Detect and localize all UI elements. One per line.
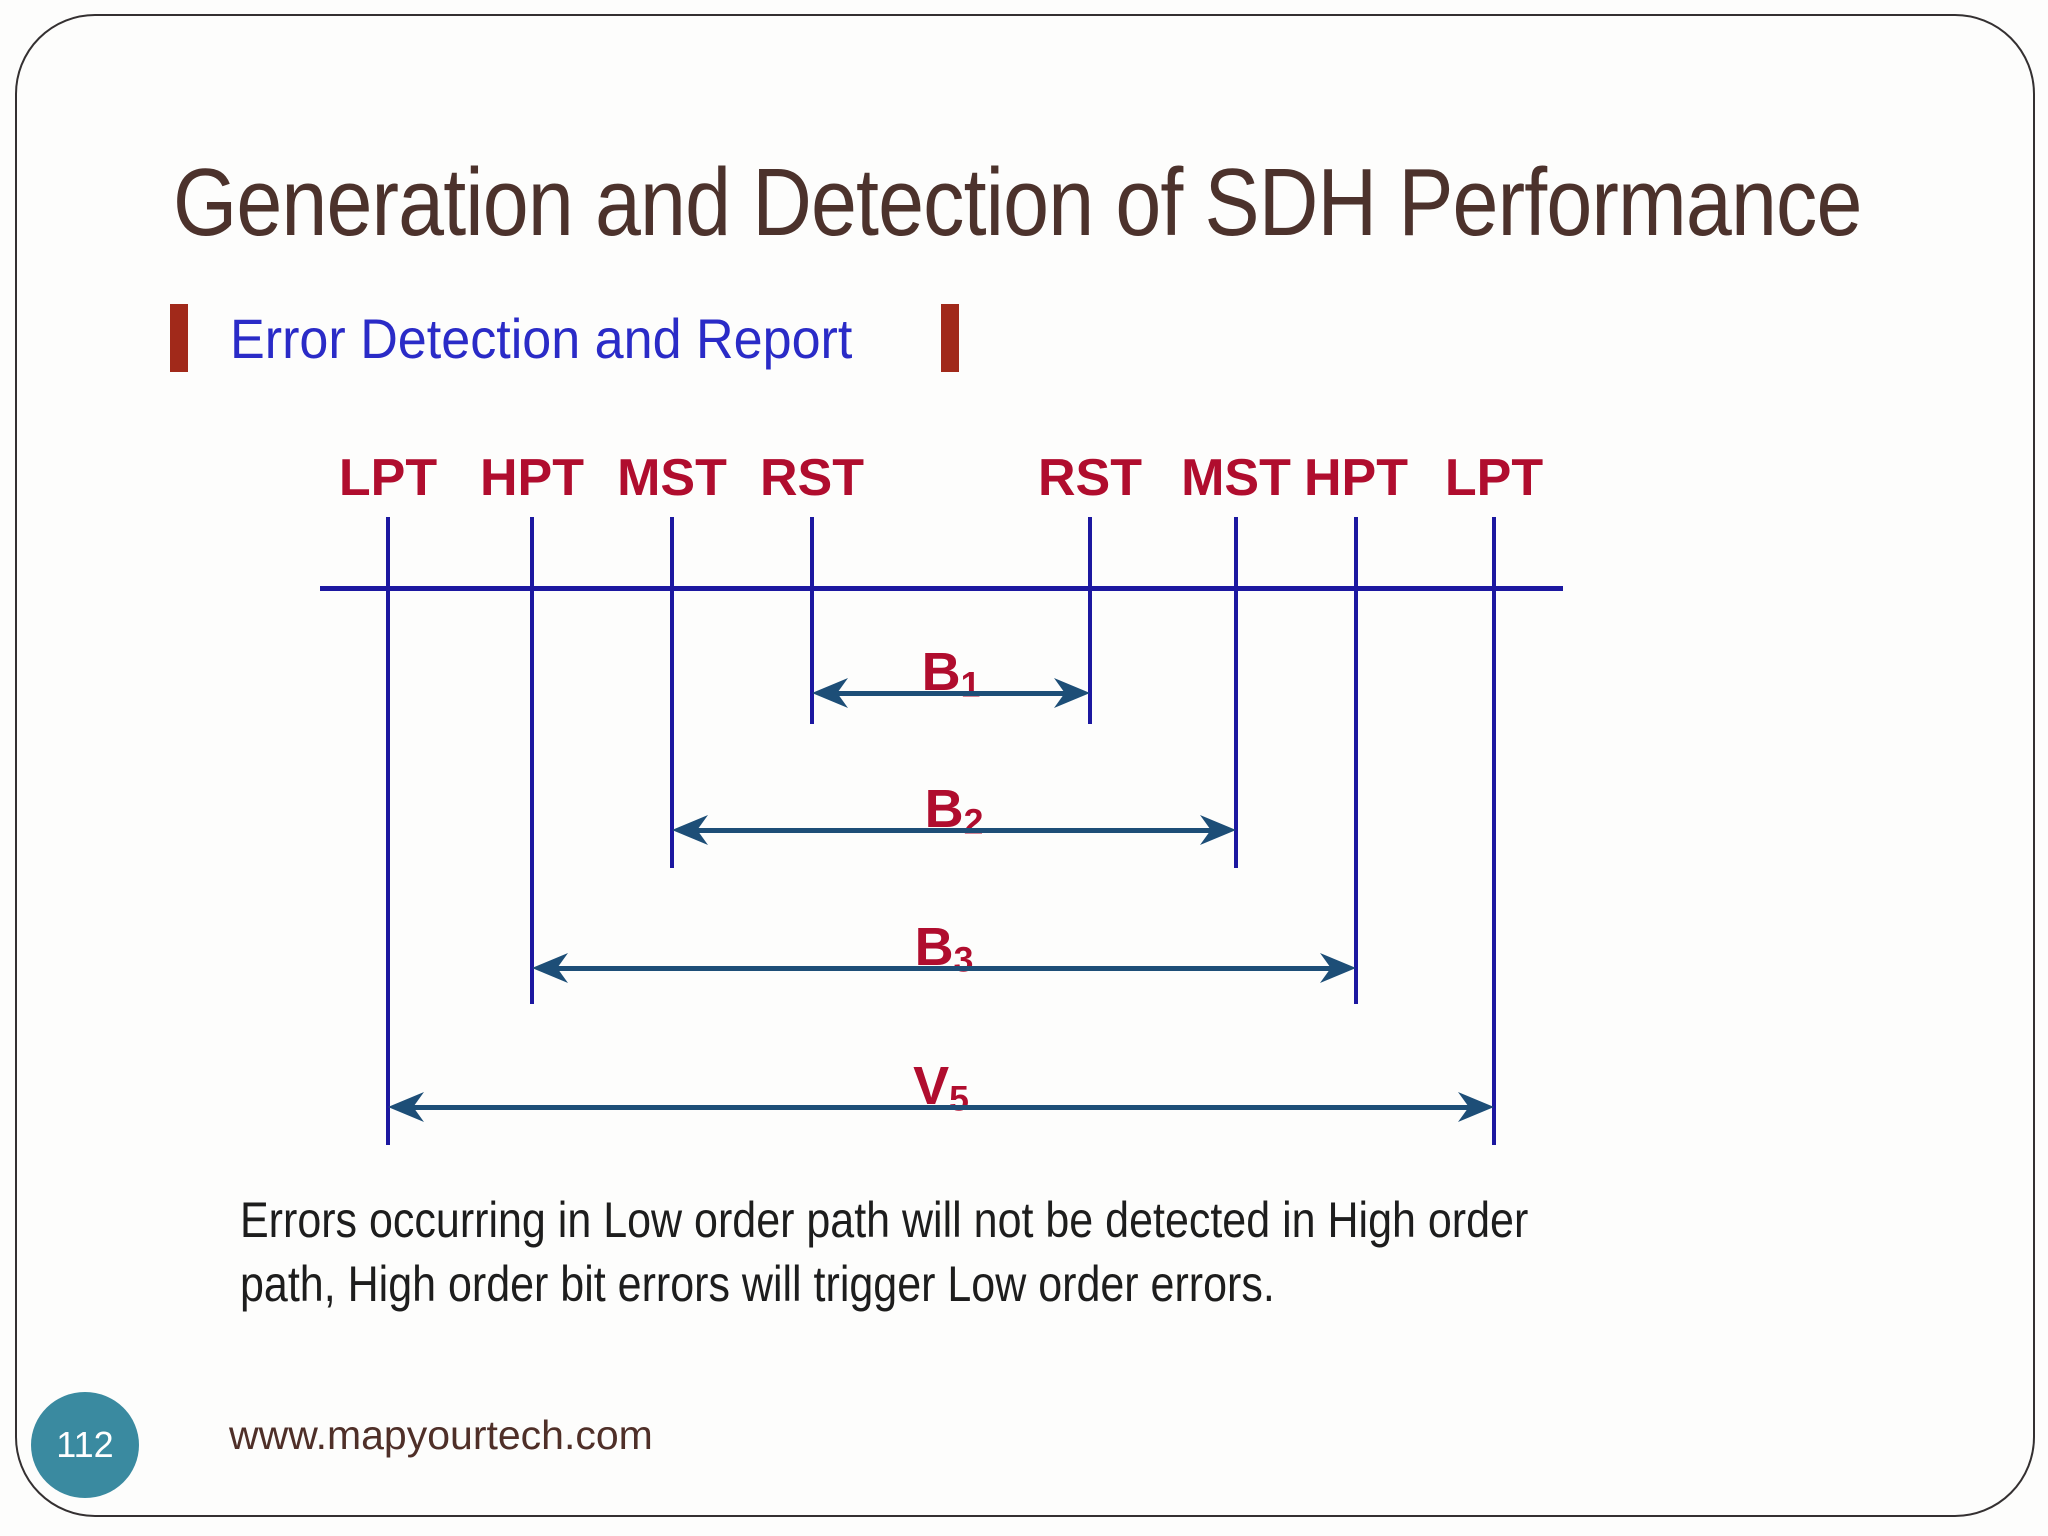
node-label-mst-right: MST [1181, 449, 1291, 507]
page-number-badge: 112 [31, 1392, 139, 1498]
arrow-shaft [696, 827, 1212, 833]
node-label-mst-left: MST [617, 449, 727, 507]
span-b2-label: B2 [924, 779, 984, 842]
node-label-lpt-left: LPT [338, 449, 438, 507]
footer-url: www.mapyourtech.com [229, 1412, 653, 1458]
subtitle-right-bar-icon [941, 304, 960, 372]
node-line-mst-left [670, 517, 674, 868]
note-text-line2: path, High order bit errors will trigger… [240, 1256, 1275, 1312]
page-title: Generation and Detection of SDH Performa… [173, 149, 1862, 256]
node-line-lpt-left [386, 517, 390, 1145]
node-line-hpt-right [1354, 517, 1358, 1004]
node-line-hpt-left [530, 517, 534, 1004]
arrow-shaft [412, 1104, 1470, 1110]
subtitle: Error Detection and Report [170, 304, 960, 372]
node-line-rst-right [1088, 517, 1092, 724]
axis-line [320, 586, 1563, 591]
span-b2-arrow [672, 815, 1236, 845]
slide-border [15, 14, 2035, 1517]
node-line-mst-right [1234, 517, 1238, 868]
node-label-rst-right: RST [1038, 449, 1142, 507]
node-label-rst-left: RST [760, 449, 864, 507]
node-label-hpt-right: HPT [1304, 449, 1408, 507]
note-text: Errors occurring in Low order path will … [240, 1188, 1528, 1316]
span-v5-label: V5 [913, 1056, 969, 1119]
subtitle-text: Error Detection and Report [230, 306, 853, 370]
node-label-hpt-left: HPT [480, 449, 584, 507]
page-number: 112 [56, 1424, 114, 1465]
node-line-lpt-right [1492, 517, 1496, 1145]
note-text-line1: Errors occurring in Low order path will … [240, 1192, 1529, 1248]
span-b3-arrow [532, 953, 1356, 983]
node-label-lpt-right: LPT [1444, 449, 1544, 507]
subtitle-left-bar-icon [170, 304, 188, 372]
span-b1-label: B1 [921, 642, 981, 705]
node-line-rst-left [810, 517, 814, 724]
arrow-shaft [556, 965, 1332, 971]
span-v5-arrow [388, 1092, 1494, 1122]
span-b1-arrow [812, 678, 1090, 708]
arrow-shaft [836, 690, 1066, 696]
